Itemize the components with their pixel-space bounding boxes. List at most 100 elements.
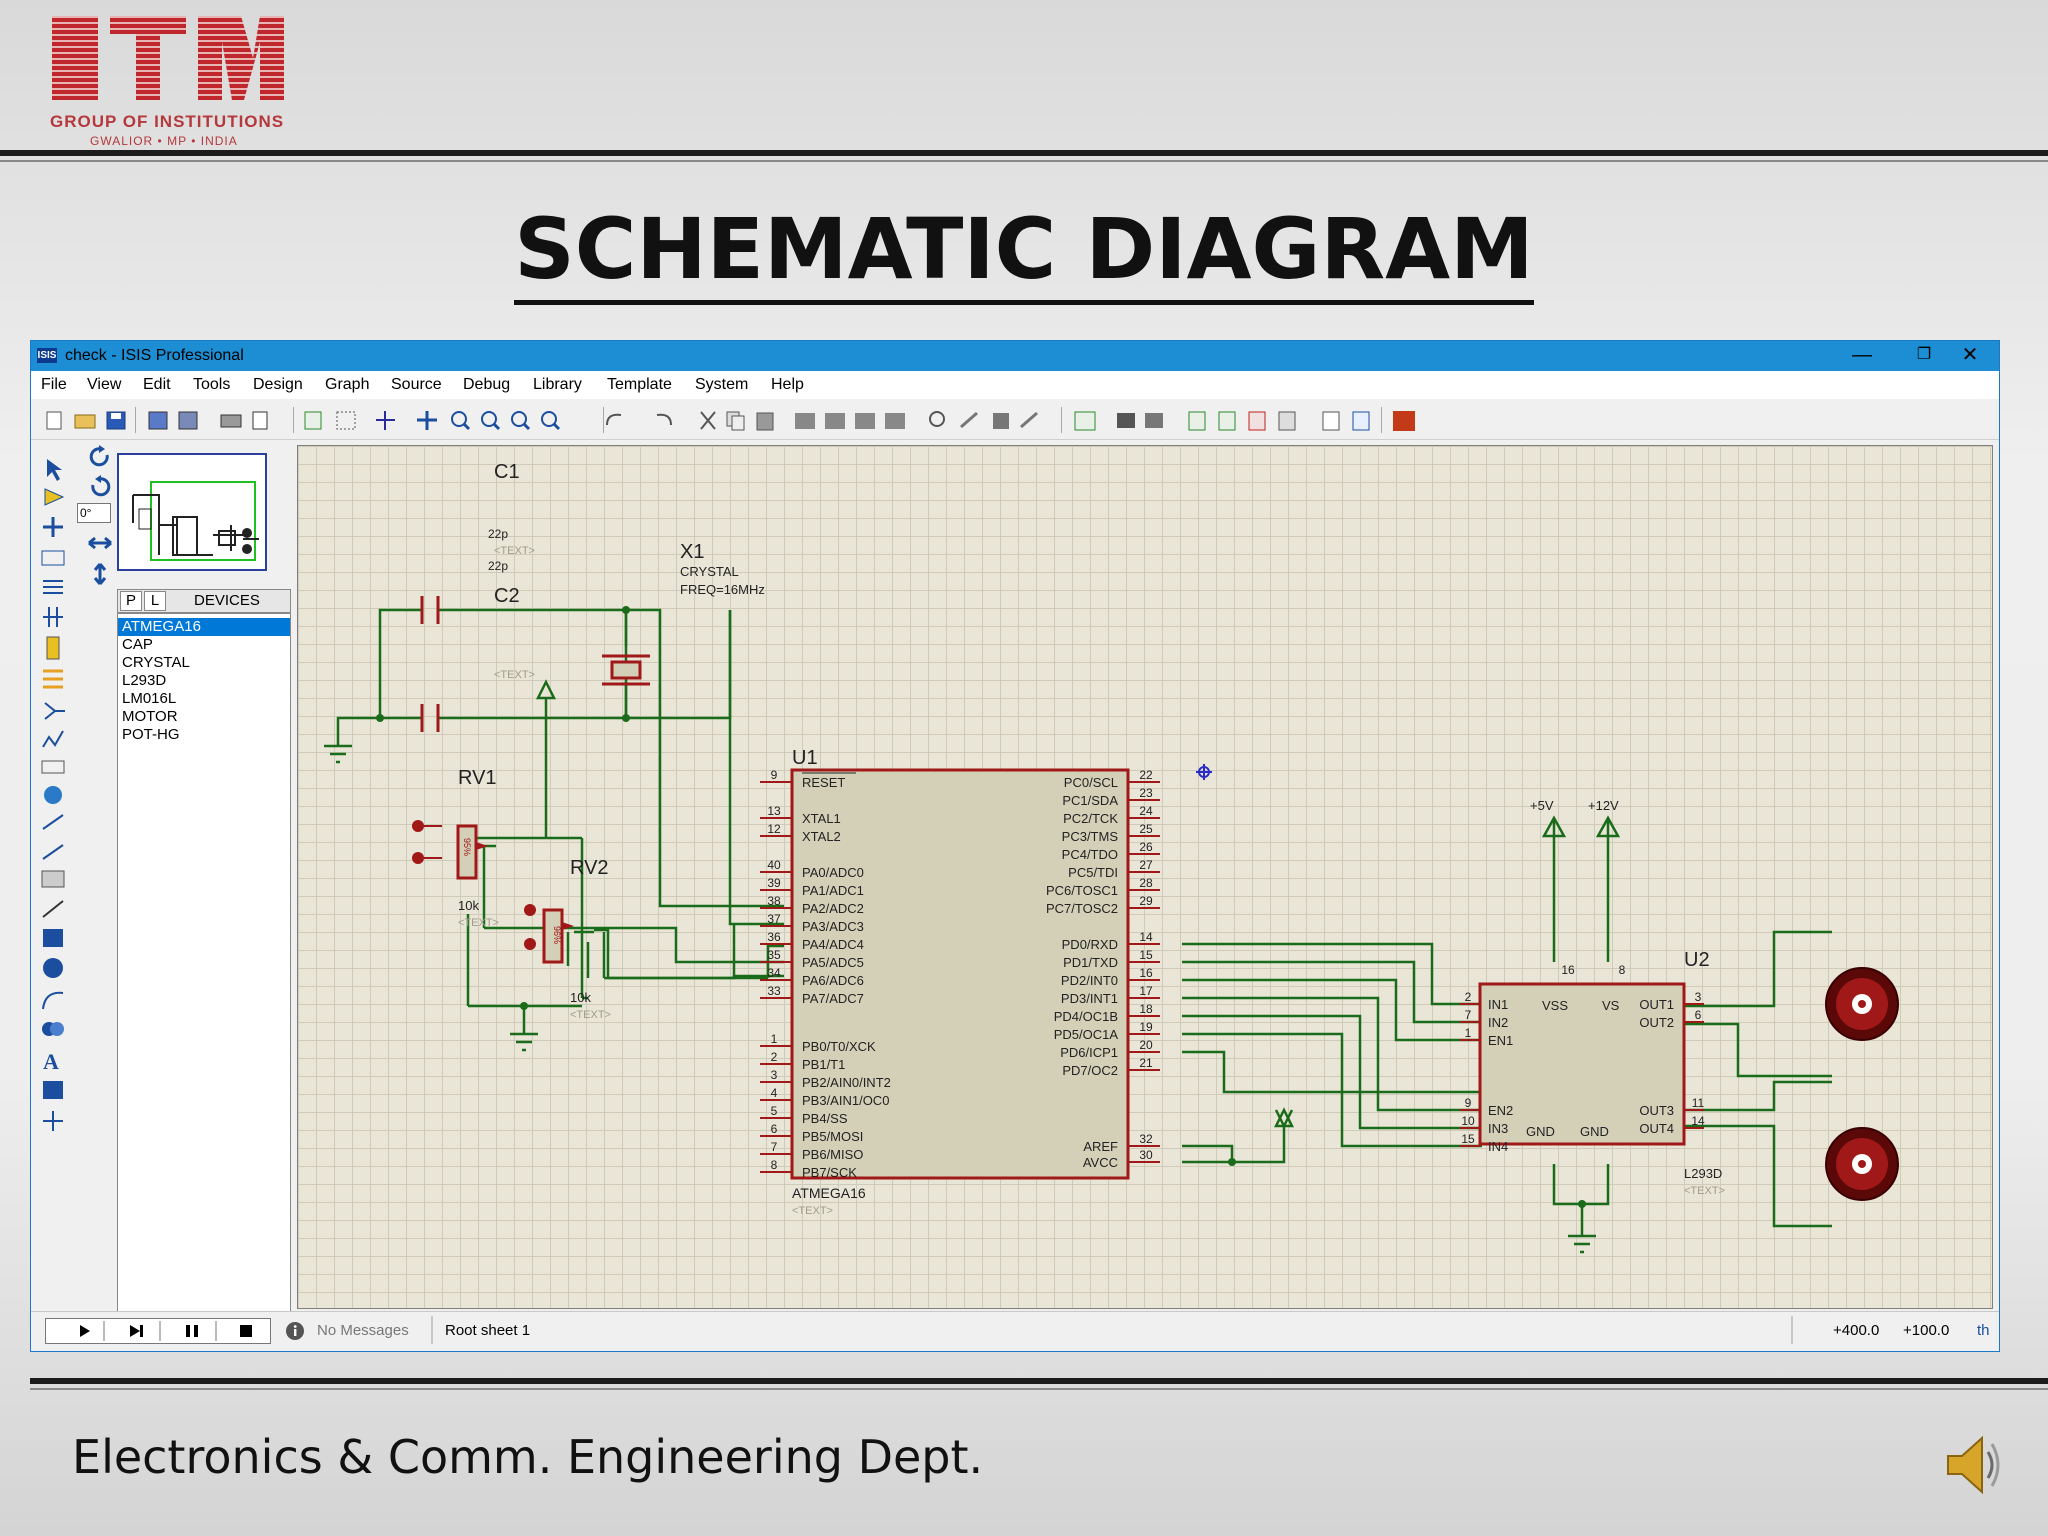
library-tab[interactable]: L (144, 591, 166, 611)
u1-pin-label: PA5/ADC5 (802, 955, 864, 970)
capacitor-c2 (420, 704, 440, 732)
window-titlebar[interactable]: ISIS check - ISIS Professional — ❐ ✕ (31, 341, 1999, 371)
block-rotate-icon (855, 413, 875, 429)
u2-gnd-label: GND (1580, 1124, 1609, 1139)
toolbar-icons (46, 411, 1415, 431)
menu-library[interactable]: Library (533, 376, 582, 393)
u2-pin-label: OUT1 (1639, 997, 1674, 1012)
power-arrow-top (535, 679, 557, 700)
u1-pin-number: 2 (771, 1050, 778, 1064)
menu-help[interactable]: Help (771, 376, 804, 393)
schematic-canvas[interactable]: C1 22p <TEXT> 22p C2 <TEXT> X1 CRYSTAL F… (297, 445, 1993, 1309)
u1-pin-number: 17 (1139, 984, 1153, 998)
step-button[interactable] (104, 1319, 160, 1343)
rotate-ccw-button[interactable] (85, 473, 121, 499)
stop-button-icon (240, 1325, 252, 1337)
u2-pin-number: 3 (1695, 990, 1702, 1004)
u1-pin-label: AREF (1083, 1139, 1118, 1154)
mark-area-icon (252, 411, 268, 430)
menu-view[interactable]: View (87, 376, 122, 393)
path-icon (50, 1022, 64, 1036)
u1-pin-number: 33 (767, 984, 781, 998)
u2-pin-label: OUT2 (1639, 1015, 1674, 1030)
speaker-icon[interactable] (1944, 1432, 2000, 1498)
restore-button[interactable]: ❐ (1916, 346, 1932, 363)
u1-pin-number: 15 (1139, 948, 1153, 962)
device-item[interactable]: ATMEGA16 (122, 618, 201, 635)
pick-device-tab[interactable]: P (120, 591, 142, 611)
device-pins-icon (44, 702, 65, 720)
component-mode-button[interactable] (33, 483, 79, 507)
menu-debug[interactable]: Debug (463, 376, 511, 393)
close-button[interactable]: ✕ (1961, 344, 1979, 366)
status-coord-x: +400.0 (1833, 1322, 1880, 1339)
mirror-vertical-button[interactable] (85, 561, 121, 587)
u1-pin-number: 6 (771, 1122, 778, 1136)
u2-pin-label: EN2 (1488, 1103, 1513, 1118)
u1-pin-number: 27 (1139, 858, 1153, 872)
tape-recorder-icon (41, 760, 65, 774)
minimize-button[interactable]: — (1852, 344, 1872, 366)
menu-graph[interactable]: Graph (325, 376, 370, 393)
stop-button[interactable] (216, 1319, 270, 1343)
u1-pin-number: 16 (1139, 966, 1153, 980)
device-item[interactable]: POT-HG (122, 726, 180, 743)
l293d-supply-arrows (1541, 815, 1621, 838)
u1-pin-number: 29 (1139, 894, 1153, 908)
u1-pin-number: 24 (1139, 804, 1153, 818)
pause-button[interactable] (160, 1319, 216, 1343)
u1-pin-number: 26 (1139, 840, 1153, 854)
device-selection-highlight (118, 618, 290, 636)
mirror-horizontal-button[interactable] (85, 531, 121, 555)
toolbar (31, 399, 1999, 440)
rotate-cw-button[interactable] (85, 443, 121, 469)
footer-divider-thin (30, 1388, 2048, 1390)
u2-pin-number: 9 (1465, 1096, 1472, 1110)
device-item[interactable]: CAP (122, 636, 153, 653)
status-sheet: Root sheet 1 (445, 1322, 531, 1339)
device-item[interactable]: CRYSTAL (122, 654, 190, 671)
rv1-ref: RV1 (458, 767, 497, 789)
c2-ref: C2 (494, 585, 520, 607)
menu-tools[interactable]: Tools (193, 376, 231, 393)
pause-button-icon (186, 1325, 198, 1337)
u2-pin-label: OUT3 (1639, 1103, 1674, 1118)
c1-text: <TEXT> (494, 545, 535, 557)
toolbar-separator (1061, 407, 1062, 433)
terminals-icon (43, 669, 63, 689)
capacitor-c1 (420, 596, 440, 624)
menu-template[interactable]: Template (607, 376, 672, 393)
virtual-instrument-icon (41, 870, 65, 888)
menu-edit[interactable]: Edit (143, 376, 171, 393)
menu-design[interactable]: Design (253, 376, 303, 393)
status-units[interactable]: th (1977, 1322, 1990, 1339)
pick-device-icon (929, 411, 945, 427)
u1-pin-number: 9 (771, 768, 778, 782)
symbol-icon (43, 1081, 63, 1099)
text-script-icon (43, 580, 63, 594)
u1-pin-number: 40 (767, 858, 781, 872)
ares-icon (1393, 411, 1415, 431)
rotation-angle-input[interactable] (77, 503, 111, 523)
menu-source[interactable]: Source (391, 376, 442, 393)
u1-pin-label: PD0/RXD (1062, 937, 1118, 952)
export-icon (178, 411, 198, 430)
info-icon (286, 1322, 304, 1340)
slide-title-text: SCHEMATIC DIAGRAM (514, 200, 1534, 305)
u1-pin-label: PC4/TDO (1062, 847, 1118, 862)
overview-preview[interactable] (117, 453, 267, 571)
device-item[interactable]: MOTOR (122, 708, 178, 725)
device-item[interactable]: LM016L (122, 690, 177, 707)
undo-icon (606, 413, 622, 426)
component-mode-icon (44, 488, 65, 506)
u1-pin-number: 3 (771, 1068, 778, 1082)
status-messages[interactable]: No Messages (317, 1322, 409, 1339)
menu-file[interactable]: File (41, 376, 67, 393)
u1-pin-number: 4 (771, 1086, 778, 1100)
u1-pin-label: PC2/TCK (1063, 811, 1118, 826)
device-item[interactable]: L293D (122, 672, 167, 689)
menu-system[interactable]: System (695, 376, 749, 393)
selection-mode-button[interactable] (33, 451, 79, 475)
play-button[interactable] (46, 1319, 102, 1343)
